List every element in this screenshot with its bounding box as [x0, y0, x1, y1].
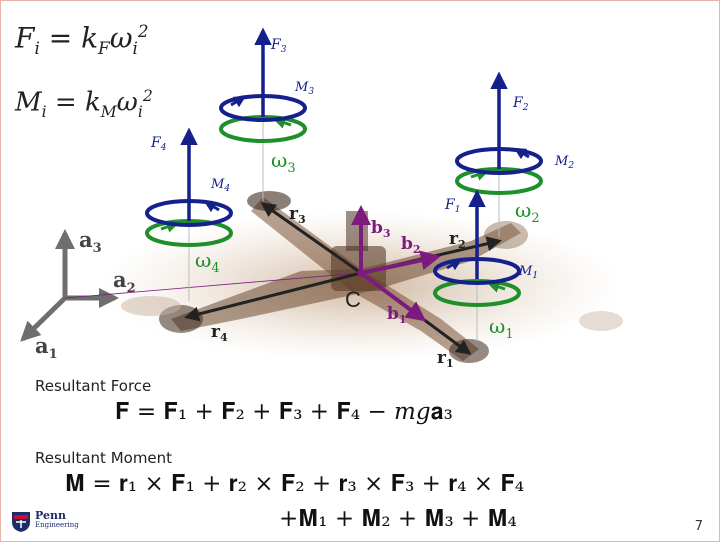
rotor-3: F3 M3 ω3 [219, 27, 314, 201]
page-number: 7 [694, 519, 703, 534]
w3-label: ω3 [271, 148, 296, 176]
r3-vector [260, 202, 362, 275]
F1-label: F1 [444, 197, 460, 215]
r1-label: r1 [437, 348, 454, 370]
body-frame: b3 b2 b1 C [345, 205, 441, 326]
center-label: C [345, 287, 361, 312]
position-line [64, 272, 362, 299]
resultant-force-equation: 𝐅 = 𝐅₁ + 𝐅₂ + 𝐅₃ + 𝐅₄ − 𝑚𝑔𝐚₃ [115, 399, 453, 425]
rotor-1: F1 M1 ω1 [433, 189, 538, 342]
world-frame: a3 a2 a1 [20, 227, 362, 362]
r4-vector [184, 271, 362, 322]
a2-label: a2 [113, 267, 136, 296]
w4-label: ω4 [195, 248, 220, 276]
F2-label: F2 [512, 95, 529, 113]
a1-axis [20, 296, 67, 342]
w1-label: ω1 [489, 314, 514, 342]
shield-icon [12, 512, 30, 532]
resultant-moment-heading: Resultant Moment [35, 449, 173, 467]
rotor-2: F2 M2 ω2 [455, 71, 574, 237]
logo-sub: Engineering [35, 521, 79, 529]
b2-axis [360, 250, 441, 275]
resultant-force-heading: Resultant Force [35, 377, 152, 395]
logo-name: Penn [35, 509, 66, 522]
thrust-equation: Fi = kFωi2 [15, 21, 149, 58]
w2-label: ω2 [515, 198, 540, 226]
b1-axis [359, 271, 427, 322]
resultant-moment-equation-line1: 𝐌 = 𝐫₁ × 𝐅₁ + 𝐫₂ × 𝐅₂ + 𝐫₃ × 𝐅₃ + 𝐫₄ × 𝐅… [65, 471, 525, 497]
M3-label: M3 [294, 80, 314, 97]
M2-label: M2 [554, 154, 574, 171]
center-of-mass-dot [357, 269, 365, 277]
resultant-moment-equation-line2: +𝐌₁ + 𝐌₂ + 𝐌₃ + 𝐌₄ [279, 506, 517, 532]
rotor-4: F4 M4 ω4 [145, 127, 233, 301]
r4-label: r4 [211, 322, 228, 344]
F3-label: F3 [270, 37, 287, 55]
r3-label: r3 [289, 204, 306, 226]
M1-label: M1 [518, 264, 538, 281]
a1-label: a1 [35, 333, 58, 362]
a3-label: a3 [79, 227, 102, 256]
penn-engineering-logo: Penn Engineering [11, 509, 81, 535]
moment-equation: Mi = kMωi2 [15, 87, 153, 121]
quadrotor-diagram: a3 a2 a1 r3 r2 r4 r1 b3 b2 b1 C [20, 27, 623, 370]
M4-label: M4 [210, 177, 230, 194]
b2-label: b2 [401, 234, 421, 256]
F4-label: F4 [150, 135, 167, 153]
r2-label: r2 [449, 229, 466, 251]
b1-label: b1 [387, 304, 407, 326]
b3-label: b3 [371, 218, 391, 240]
